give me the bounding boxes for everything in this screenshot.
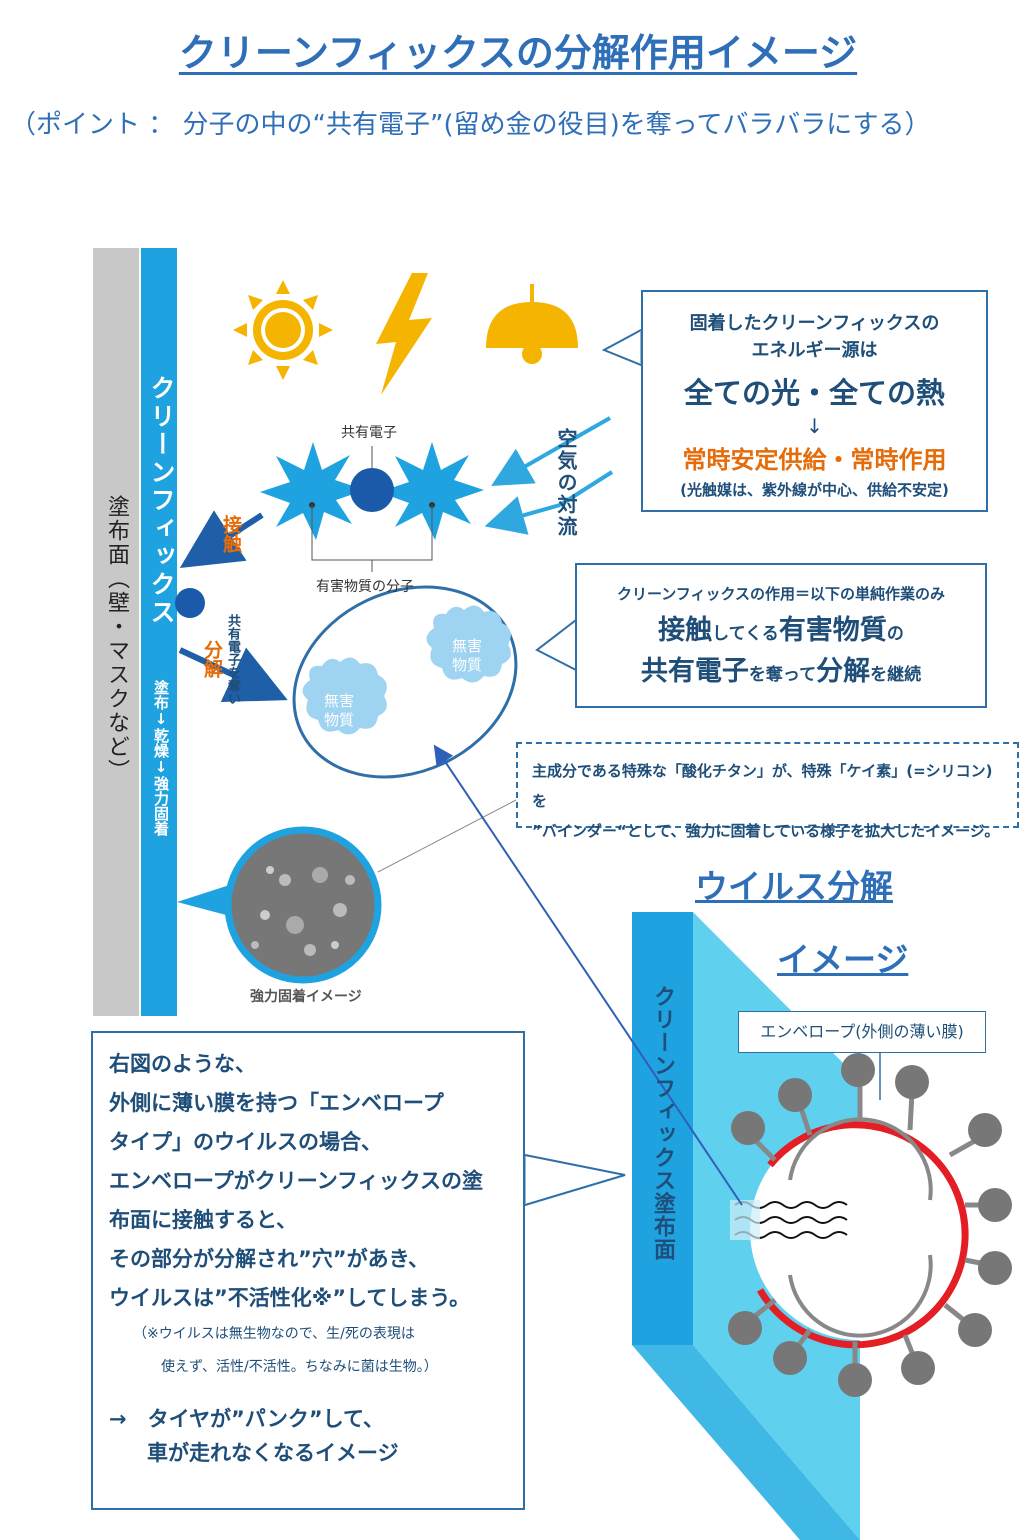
- wall-surface-label: 塗布面（壁・マスクなど）: [104, 495, 129, 783]
- molecule-right: [379, 442, 484, 540]
- energy-headline: 全ての光・全ての熱: [683, 376, 945, 410]
- virus-title-2: イメージ: [777, 940, 909, 979]
- harmless-label-2: 無害物質: [451, 637, 482, 674]
- energy-source-box: 固着したクリーンフィックスの エネルギー源は 全ての光・全ての熱 ↓ 常時安定供…: [641, 290, 988, 512]
- virus-text-7: ウイルスは”不活性化※”してしまう。: [109, 1286, 471, 1310]
- shared-electron: [350, 468, 394, 512]
- virus-note-2: 使えず、活性/不活性。ちなみに菌は生物。）: [161, 1359, 438, 1375]
- sun-icon: [233, 280, 333, 380]
- contact-label: 接触: [220, 515, 242, 553]
- binder-note-box: 主成分である特殊な「酸化チタン」が、特殊「ケイ素」(=シリコン)を ”バインダー…: [516, 742, 1019, 840]
- binder-line-2: ”バインダー“として、強力に固着している様子を拡大したイメージ。: [532, 822, 1000, 840]
- virus-text-2: 外側に薄い膜を持つ「エンベロープ: [109, 1091, 444, 1115]
- harmful-molecule-label: 有害物質の分子: [316, 579, 414, 595]
- page-title: クリーンフィックスの分解作用イメージ: [178, 31, 858, 75]
- virus-text-6: その部分が分解され”穴”があき、: [109, 1247, 430, 1271]
- lightning-icon: [376, 273, 432, 395]
- action-line-1: 接触してくる有害物質の: [658, 615, 904, 646]
- energy-line-1: 固着したクリーンフィックスの: [689, 313, 940, 334]
- virus-text-3: タイプ」のウイルスの場合、: [109, 1130, 382, 1154]
- coating-process-label: 塗布↓乾燥↓強力固着: [152, 680, 170, 836]
- steal-electron-label: 共有電子を奪い: [225, 614, 240, 705]
- coating-label: クリーンフィックス: [147, 375, 176, 627]
- shared-electron-label: 共有電子: [341, 425, 397, 441]
- action-title: クリーンフィックスの作用＝以下の単純作業のみ: [616, 585, 946, 603]
- virus-text-5: 布面に接触すると、: [109, 1208, 298, 1232]
- action-box: クリーンフィックスの作用＝以下の単純作業のみ 接触してくる有害物質の 共有電子を…: [575, 563, 987, 708]
- wall-surface: [93, 248, 139, 1016]
- envelope-label: エンベロープ(外側の薄い膜): [738, 1011, 986, 1053]
- energy-line-2: エネルギー源は: [751, 340, 878, 361]
- coating-panel-label: クリーンフィックス塗布面: [650, 985, 675, 1261]
- fixation-image: [224, 826, 382, 984]
- stolen-electron: [175, 588, 205, 618]
- energy-note: (光触媒は、紫外線が中心、供給不安定): [680, 481, 949, 499]
- virus-explanation-box: 右図のような、 外側に薄い膜を持つ「エンベロープ タイプ」のウイルスの場合、 エ…: [91, 1031, 525, 1510]
- decompose-arrow: [178, 647, 288, 703]
- energy-supply: 常時安定供給・常時作用: [682, 446, 947, 474]
- action-line-2: 共有電子を奪って分解を継続: [640, 656, 922, 687]
- harmful-molecule: [260, 442, 484, 572]
- virus-title: ウイルス分解: [695, 867, 893, 906]
- virus-diagram: [728, 1053, 1012, 1397]
- tire-text-2: 車が走れなくなるイメージ: [147, 1441, 399, 1465]
- binder-line-1: 主成分である特殊な「酸化チタン」が、特殊「ケイ素」(=シリコン)を: [532, 762, 993, 810]
- decompose-label: 分解: [201, 640, 223, 678]
- harmless-label-1: 無害物質: [323, 692, 354, 729]
- harmless-blob-2: [426, 605, 511, 683]
- lamp-icon: [486, 284, 578, 364]
- virus-text-1: 右図のような、: [109, 1052, 256, 1076]
- coating-layer: [141, 248, 177, 1016]
- harmless-blob-1: [302, 657, 387, 735]
- convection-label: 空気の対流: [554, 428, 578, 538]
- convection-arrows: [484, 416, 614, 535]
- fixation-image-label: 強力固着イメージ: [250, 989, 362, 1005]
- pointer-arrow: [433, 744, 743, 1206]
- virus-text-4: エンベロープがクリーンフィックスの塗: [109, 1169, 484, 1193]
- molecule-left: [260, 442, 365, 540]
- energy-arrow: ↓: [806, 414, 823, 438]
- tire-text-1: → タイヤが”パンク”して、: [109, 1407, 384, 1431]
- contact-arrow: [179, 510, 264, 569]
- page-subtitle: （ポイント ： 分子の中の“共有電子”(留め金の役目)を奪ってバラバラにする）: [10, 110, 931, 140]
- virus-note-1: （※ウイルスは無生物なので、生/死の表現は: [133, 1326, 415, 1342]
